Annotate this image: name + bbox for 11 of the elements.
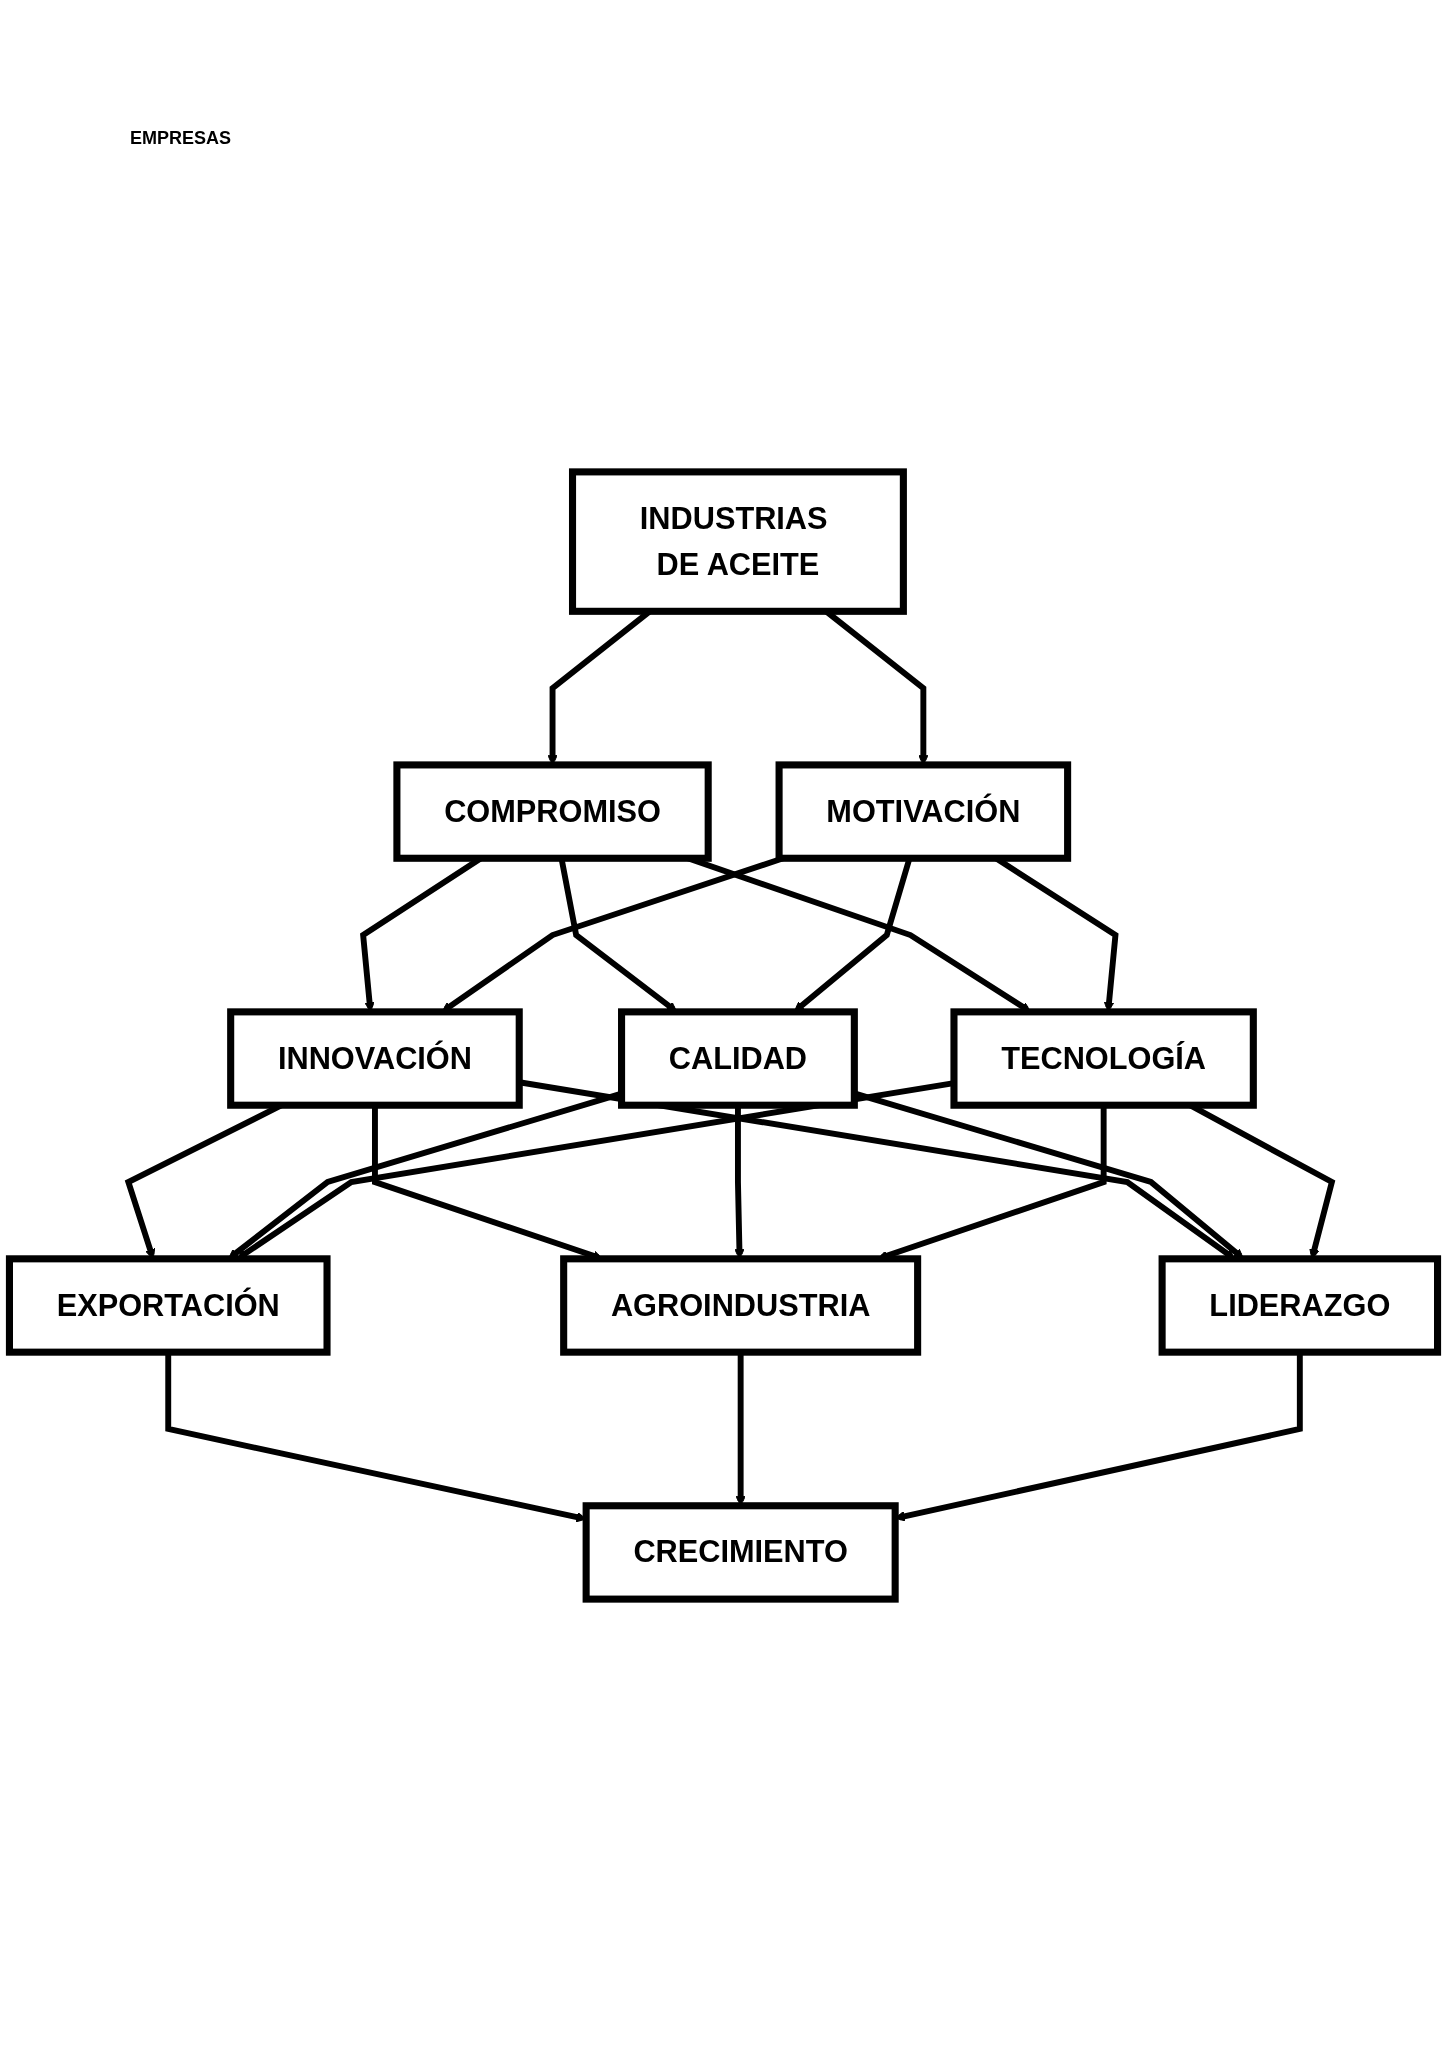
node-box: TECNOLOGÍA: [950, 1008, 1257, 1109]
node-box: INNOVACIÓN: [227, 1008, 523, 1109]
corner-label: EMPRESAS: [130, 128, 232, 149]
node-box: CALIDAD: [618, 1008, 858, 1109]
node-box: EXPORTACIÓN: [5, 1255, 331, 1356]
node-box: CRECIMIENTO: [582, 1502, 899, 1603]
node-box: AGROINDUSTRIA: [560, 1255, 922, 1356]
node-box: COMPROMISO: [393, 761, 712, 862]
node-box: LIDERAZGO: [1158, 1255, 1442, 1356]
node-box: MOTIVACIÓN: [775, 761, 1072, 862]
node-box: INDUSTRIAS DE ACEITE: [569, 468, 907, 615]
